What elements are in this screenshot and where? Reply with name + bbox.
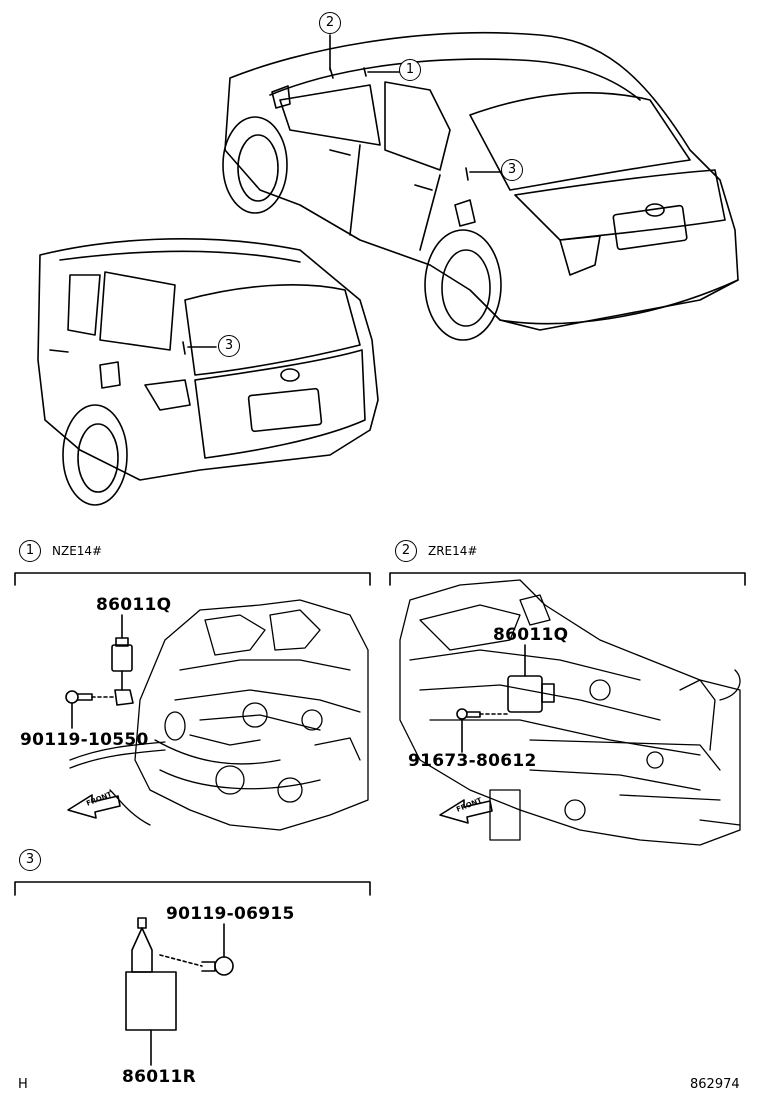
engine-zre-illustration bbox=[399, 579, 741, 846]
bolt-90119-10550 bbox=[65, 690, 93, 729]
bolt-91673-80612 bbox=[456, 708, 481, 753]
callout-3-section: 3 bbox=[19, 849, 41, 871]
part-label-90119-06915: 90119-06915 bbox=[166, 904, 295, 924]
bolt-90119-06915 bbox=[201, 923, 234, 976]
part-label-91673-80612: 91673-80612 bbox=[408, 751, 537, 771]
section-1-frame bbox=[14, 572, 371, 586]
callout-2-top: 2 bbox=[319, 12, 341, 34]
sedan-illustration bbox=[222, 31, 739, 341]
sensor-86011R bbox=[125, 917, 177, 1066]
front-arrow-nze bbox=[67, 794, 121, 819]
wagon-illustration bbox=[37, 238, 379, 506]
callout-3-sedan: 3 bbox=[501, 159, 523, 181]
part-label-90119-10550: 90119-10550 bbox=[20, 730, 149, 750]
callout-1-section: 1 bbox=[19, 540, 41, 562]
sensor-86011Q-zre bbox=[507, 644, 555, 713]
footer-left-code: H bbox=[18, 1077, 28, 1092]
part-label-86011R: 86011R bbox=[122, 1067, 197, 1087]
part-label-86011Q-nze: 86011Q bbox=[96, 595, 172, 615]
section-1-title: NZE14# bbox=[52, 544, 103, 558]
sensor-86011Q-nze bbox=[111, 614, 134, 706]
section-2-frame bbox=[389, 572, 746, 586]
engine-nze-illustration bbox=[69, 599, 369, 831]
callout-1-top: 1 bbox=[399, 59, 421, 81]
front-arrow-zre bbox=[439, 799, 493, 824]
callout-2-section: 2 bbox=[395, 540, 417, 562]
callout-3-wagon: 3 bbox=[218, 335, 240, 357]
section-3-frame bbox=[14, 881, 371, 896]
section-2-title: ZRE14# bbox=[428, 544, 478, 558]
drawing-number: 862974 bbox=[690, 1077, 740, 1092]
part-label-86011Q-zre: 86011Q bbox=[493, 625, 569, 645]
